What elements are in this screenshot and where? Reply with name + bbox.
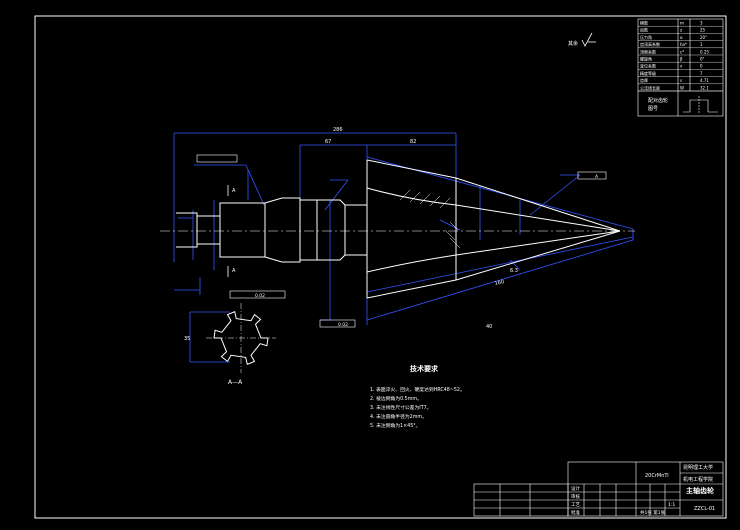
param-cell-0-1: m [680,21,684,26]
param-cell-4-2: 0.25 [700,49,709,54]
title-block [473,461,724,517]
scale-text: 1:1 [668,502,675,508]
param-cell-3-2: 1 [700,42,703,47]
param-cell-0-2: 3 [700,21,703,26]
design-label: 设计 [571,485,580,492]
sheet-text: 共1张 第1张 [640,509,666,516]
param-cell-2-1: α [680,35,683,40]
spline-height: 35 [184,336,190,342]
param-cell-1-0: 齿数 [640,27,648,33]
shaft-outline [176,159,621,299]
tech-notes: 1. 表面淬火、回火、硬度达到HRC48~52。 2. 棱边倒角为0.5mm。 3.… [370,386,465,429]
approve-label: 批准 [571,509,580,516]
param-bottom-label-2: 图号 [648,106,658,112]
param-cell-7-0: 精度等级 [640,70,656,76]
process-label: 工艺 [571,502,580,508]
param-rows: 模数 m 3 齿数 z 25 压力角 α 20° 齿顶高系数 ha* 1 顶隙系数 c* 0.25 螺旋角 β 0… [638,20,723,92]
tech-note-5: 5. 未注倒角为1×45°。 [370,422,420,429]
drawing-name: 主轴齿轮 [686,486,714,495]
param-cell-8-2: 4.71 [700,78,709,83]
section-marker-top: A [232,188,236,194]
param-cell-5-2: 0° [700,57,705,62]
dim-cone-len: 160 [494,279,505,287]
param-cell-8-1: s [680,78,682,83]
side-note: 6.3 [510,268,518,274]
param-cell-1-1: z [680,28,682,33]
dim-seg-left: 67 [325,139,331,145]
param-cell-3-0: 齿顶高系数 [640,41,660,47]
dimension-lines [173,132,634,325]
param-cell-8-0: 齿厚 [640,77,648,83]
param-cell-5-0: 螺旋角 [640,56,652,62]
roughness-symbol-icon [581,32,596,47]
param-cell-3-1: ha* [680,42,687,47]
param-cell-0-0: 模数 [640,20,648,26]
param-cell-4-1: c* [680,49,684,54]
param-cell-7-2: 7 [700,71,703,76]
tech-title: 技术要求 [410,364,439,373]
runout-value: 0.02 [255,293,265,299]
dept-text: 机电工程学院 [683,476,713,483]
cone-datum-label: A [595,174,599,180]
tech-note-3: 3. 未注线性尺寸公差为IT7。 [370,404,431,411]
param-cell-9-0: 公法线长度 [640,84,660,90]
param-cell-6-0: 变位系数 [640,63,656,69]
tolerance-value: 0.02 [338,322,348,328]
section-label: A—A [228,379,243,386]
hatching [399,189,461,249]
drawing-number: ZZCL-01 [694,506,715,512]
param-cell-6-1: x [680,64,683,69]
dim-cone-half: 40 [486,324,492,330]
section-marker-bottom: A [232,268,236,274]
tech-note-2: 2. 棱边倒角为0.5mm。 [370,395,422,402]
param-cell-1-2: 25 [700,28,706,33]
tech-note-1: 1. 表面淬火、回火、硬度达到HRC48~52。 [370,386,465,393]
param-cell-6-2: 0 [700,64,703,69]
roughness-note: 其余 [568,40,578,47]
param-cell-4-0: 顶隙系数 [640,48,656,54]
param-cell-2-2: 20° [700,35,707,40]
check-label: 审核 [571,493,580,500]
spline-section [189,303,276,373]
tech-note-4: 4. 未注圆角半径为2mm。 [370,413,427,420]
sheet-border [34,15,727,519]
param-cell-2-0: 压力角 [640,34,652,40]
param-cell-9-2: 32.1 [700,85,709,90]
param-bottom-label: 配对齿轮 [648,97,668,104]
school-text: 昆明理工大学 [683,464,713,471]
param-cell-9-1: W [680,85,684,90]
material-text: 20CrMnTi [645,473,669,479]
dim-seg-right: 82 [410,139,416,145]
tolerance-frames [196,154,607,328]
param-cell-5-1: β [680,57,683,62]
gear-mini-graph [683,96,718,114]
dim-overall: 286 [333,127,343,133]
